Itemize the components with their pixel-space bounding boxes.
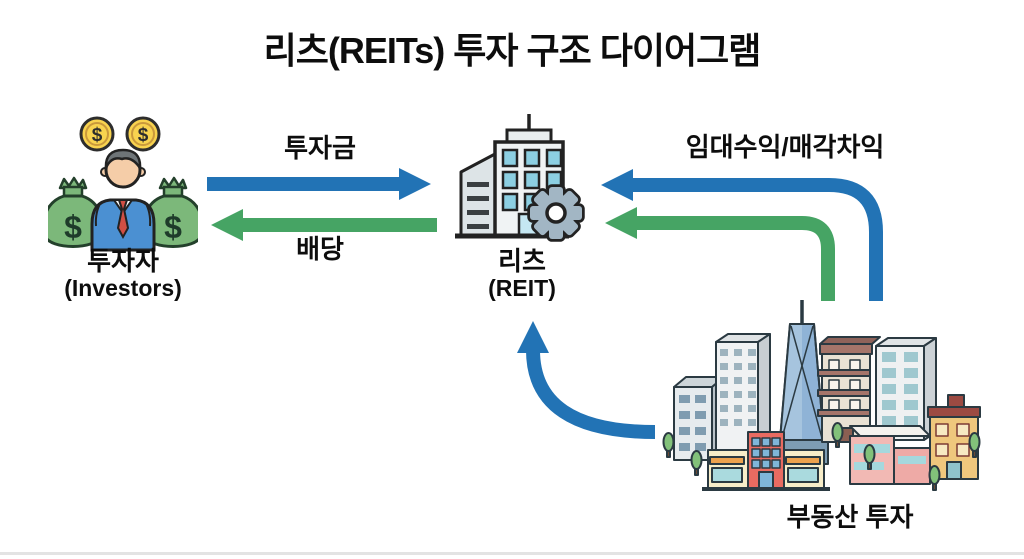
storefront-building bbox=[702, 431, 830, 491]
dollar-coin-icon: $ bbox=[125, 116, 161, 152]
svg-text:$: $ bbox=[138, 125, 149, 146]
white-tower-building-2 bbox=[875, 337, 937, 441]
property-investment-arrow bbox=[516, 321, 656, 439]
dollar-coin-icon: $ bbox=[79, 116, 115, 152]
reit-node-label: 리츠 (REIT) bbox=[442, 246, 602, 302]
rental-income-flow-label: 임대수익/매각차익 bbox=[685, 132, 885, 162]
bottom-edge-artifact bbox=[0, 552, 1024, 555]
white-tower-building bbox=[715, 333, 771, 451]
gear-icon bbox=[527, 184, 585, 242]
building-windows bbox=[501, 148, 563, 212]
rental-income-arrow bbox=[601, 168, 883, 301]
building-gear-icon bbox=[455, 114, 585, 242]
page-title: 리츠(REITs) 투자 구조 다이어그램 bbox=[263, 30, 762, 71]
city-buildings-icon bbox=[662, 300, 981, 491]
svg-text:$: $ bbox=[92, 125, 103, 146]
pink-mall-building bbox=[849, 425, 931, 485]
money-bag-icon: $ bbox=[141, 176, 198, 248]
reit-label-korean: 리츠 bbox=[498, 246, 546, 276]
investor-person-icon bbox=[90, 148, 156, 252]
investor-money-bags-icon: $ $ $ $ bbox=[48, 116, 198, 252]
real-estate-node-label: 부동산 투자 bbox=[786, 502, 914, 532]
tree-icon bbox=[662, 422, 981, 491]
investors-label-korean: 투자자 bbox=[87, 246, 159, 276]
investors-label-english: (Investors) bbox=[64, 275, 182, 302]
svg-text:$: $ bbox=[64, 209, 82, 245]
income-secondary-arrow bbox=[605, 206, 835, 301]
dividend-flow-label: 배당 bbox=[296, 234, 344, 264]
investment-flow-label: 투자금 bbox=[284, 133, 356, 163]
reit-label-english: (REIT) bbox=[488, 275, 556, 302]
annex-window-bars bbox=[467, 182, 489, 229]
investors-node-label: 투자자 (Investors) bbox=[28, 246, 218, 302]
svg-text:$: $ bbox=[164, 209, 182, 245]
